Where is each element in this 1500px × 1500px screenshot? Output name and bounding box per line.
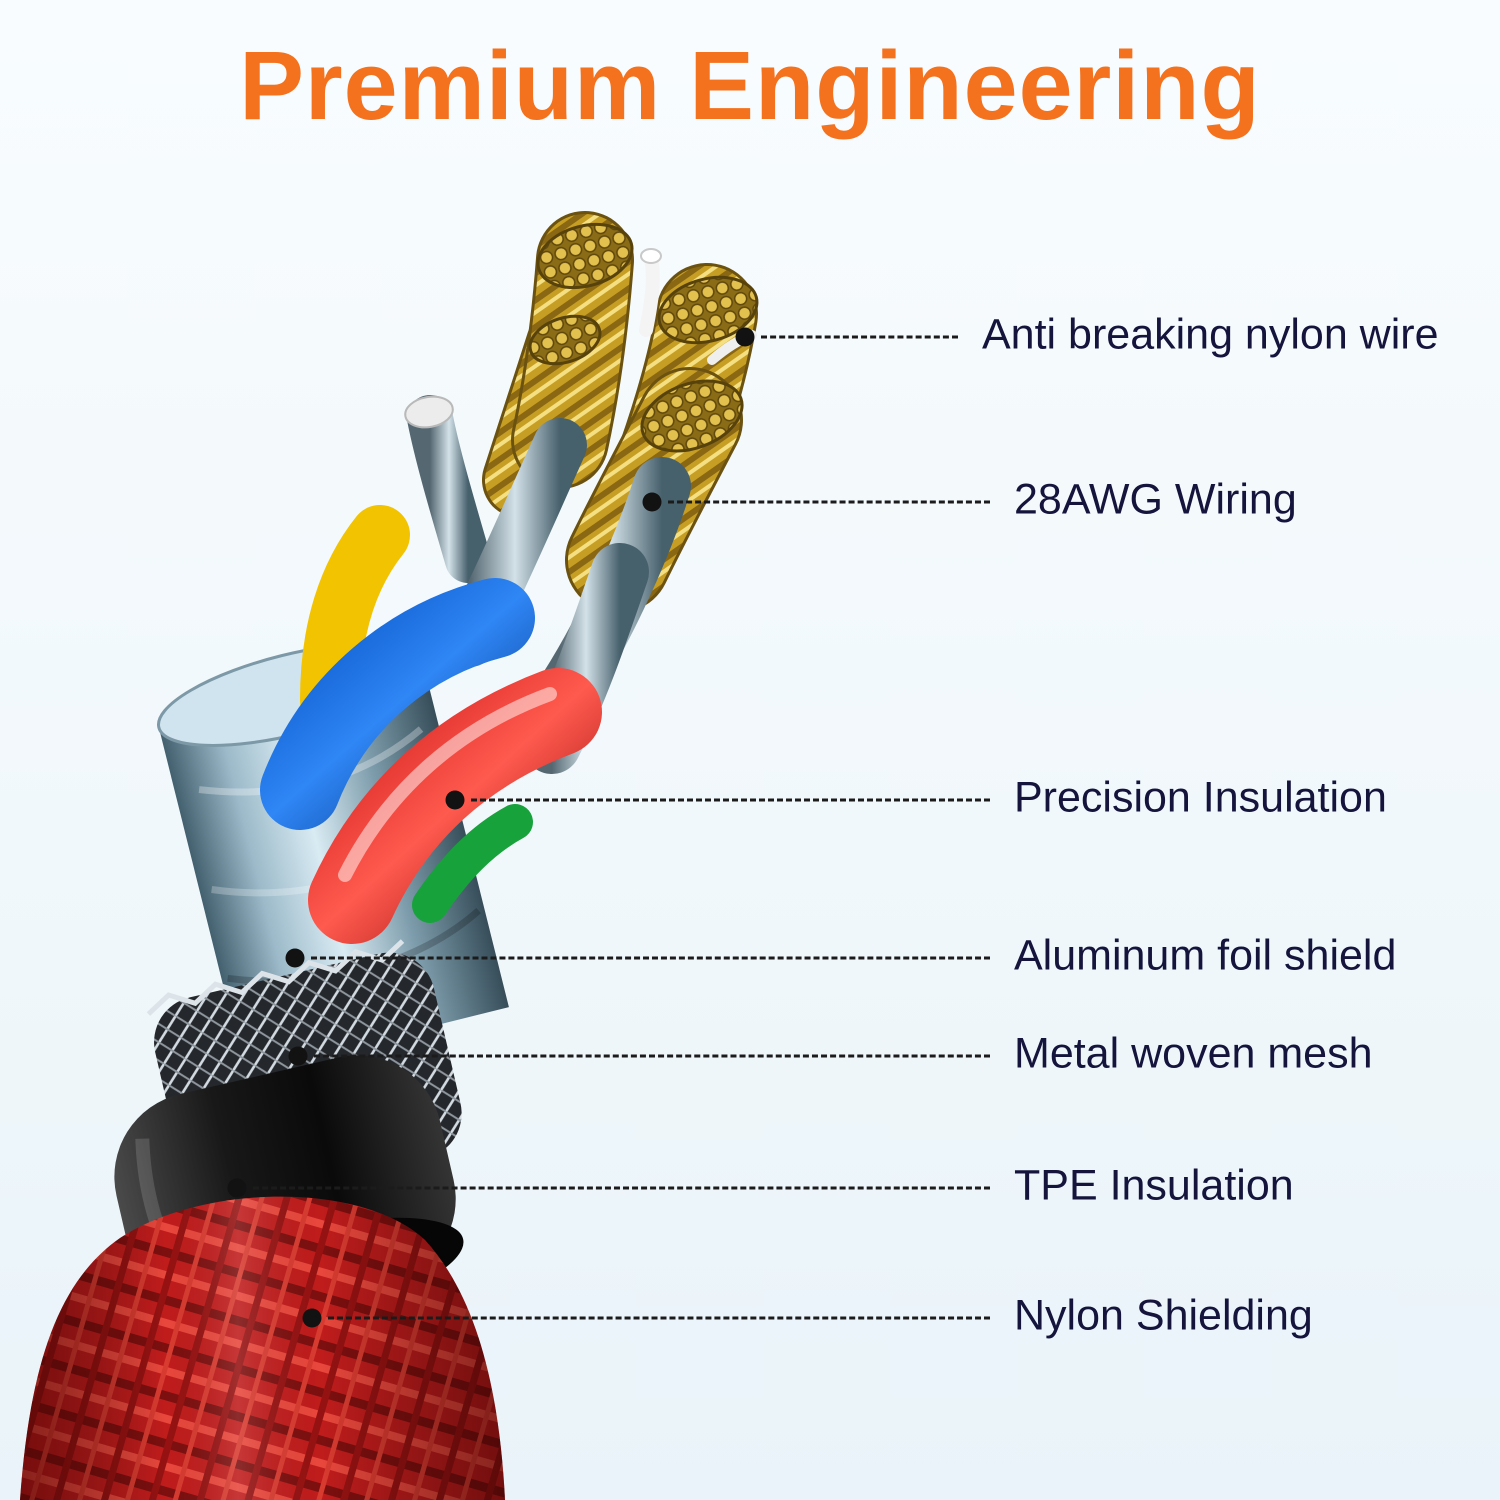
callout-label: Aluminum foil shield bbox=[1014, 931, 1397, 980]
callout-label: Precision Insulation bbox=[1014, 773, 1387, 822]
callout-line bbox=[761, 335, 958, 339]
callout-label: Metal woven mesh bbox=[1014, 1029, 1373, 1078]
callout-dot bbox=[642, 492, 662, 512]
callout-line bbox=[668, 500, 990, 504]
callout-dot bbox=[302, 1308, 322, 1328]
page-title: Premium Engineering bbox=[239, 31, 1261, 140]
callout-line bbox=[314, 1054, 990, 1058]
callout-label: 28AWG Wiring bbox=[1014, 475, 1297, 524]
callout-dot bbox=[227, 1178, 247, 1198]
callout-dot bbox=[288, 1046, 308, 1066]
insulated-wires bbox=[260, 505, 602, 944]
callout-label: Nylon Shielding bbox=[1014, 1291, 1313, 1340]
nylon-braid-sheath bbox=[20, 1196, 505, 1500]
callout-dot bbox=[735, 327, 755, 347]
callout-line bbox=[253, 1186, 990, 1190]
blue-wire bbox=[260, 578, 535, 830]
callout-dot bbox=[285, 948, 305, 968]
green-wire bbox=[412, 804, 533, 923]
callout-line bbox=[311, 956, 990, 960]
nylon-fiber bbox=[639, 251, 660, 337]
red-wire bbox=[308, 668, 602, 944]
callout-line bbox=[328, 1316, 990, 1320]
callout-label: TPE Insulation bbox=[1014, 1161, 1294, 1210]
callout-dot bbox=[445, 790, 465, 810]
callout-label: Anti breaking nylon wire bbox=[982, 310, 1439, 359]
callout-line bbox=[471, 798, 990, 802]
